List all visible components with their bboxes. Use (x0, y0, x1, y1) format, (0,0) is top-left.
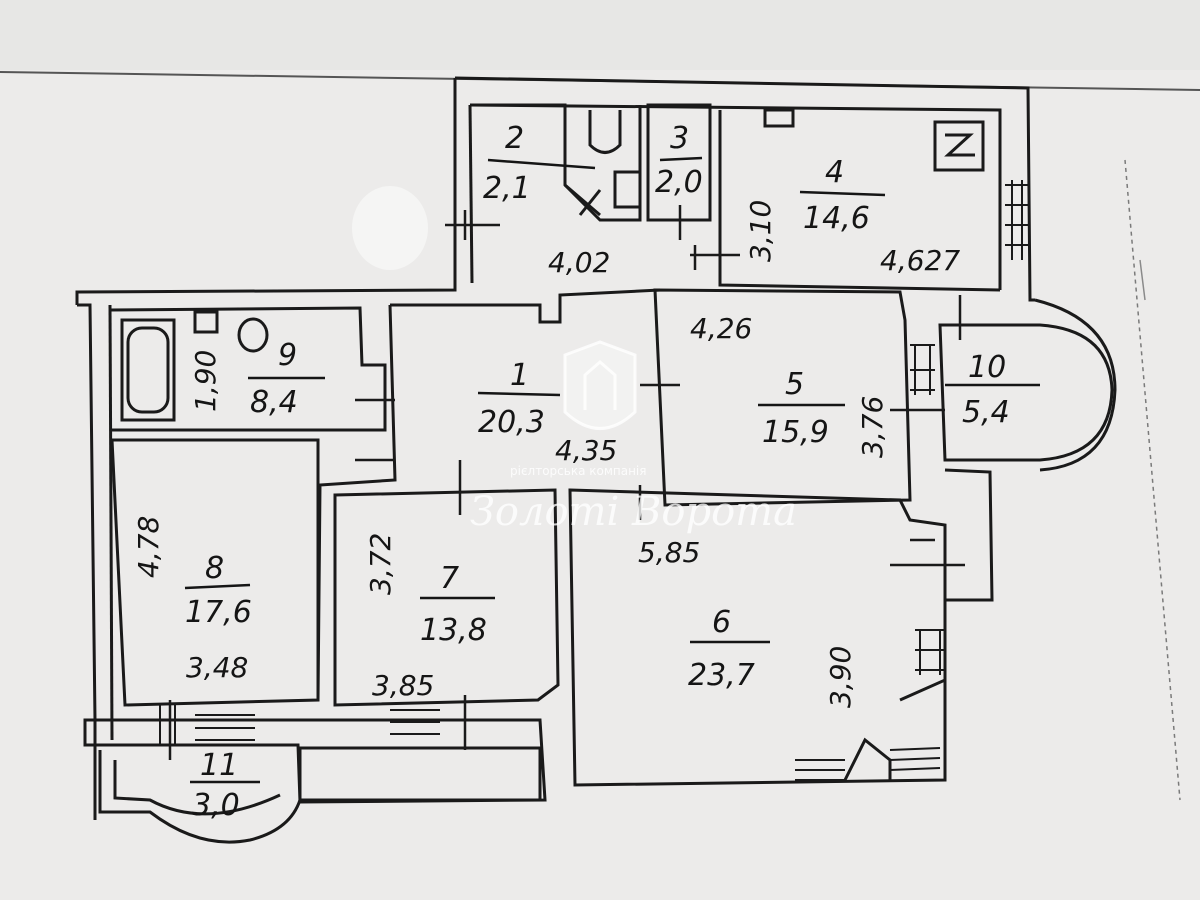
room-5-area: 15,9 (762, 415, 829, 450)
bathroom-9-walls (109, 306, 387, 432)
fraction-bars (184, 156, 1040, 784)
room-9-area: 8,4 (250, 385, 298, 420)
room-3-area: 2,0 (655, 165, 703, 200)
outer-wall-left-inner (108, 304, 114, 741)
window-marks (159, 180, 1030, 781)
dim-room7-height: 3,72 (364, 533, 397, 595)
paper-sheet-lower (0, 70, 1200, 900)
room-6-corner (899, 677, 947, 710)
room-8-walls (110, 438, 320, 707)
dim-room7-width: 3,85 (372, 669, 434, 702)
room-6-walls (568, 488, 947, 787)
door-swing-2 (564, 183, 601, 217)
outer-wall-top (454, 76, 1035, 302)
dim-room9-height: 1,90 (189, 350, 222, 412)
wall-left-upper (75, 78, 457, 305)
watermark-gate-icon (583, 360, 617, 410)
niche-right (944, 468, 994, 602)
dim-room1-width: 4,35 (555, 434, 617, 467)
watermark-tagline: рієлторська компанія (510, 464, 646, 478)
room-6-number: 6 (712, 605, 731, 640)
bathtub-inner (126, 326, 170, 414)
room-8-area: 17,6 (185, 595, 252, 630)
watermark: рієлторська компанія Золоті Ворота (470, 340, 797, 535)
balcony-11-inner (113, 760, 281, 816)
watermark-logo-icon (563, 340, 637, 430)
room-4-number: 4 (825, 155, 844, 190)
room-2-number: 2 (505, 121, 524, 156)
sink-4 (763, 108, 795, 128)
room-10-number: 10 (968, 350, 1006, 385)
balcony-11-walls (98, 750, 302, 844)
room-3-walls (646, 103, 712, 222)
shower-2 (613, 170, 642, 209)
wall-left-upper-inner (468, 104, 474, 284)
door-ticks (168, 205, 965, 760)
dim-room5-height: 3,76 (856, 396, 889, 458)
outer-wall-left (77, 303, 97, 820)
toilet-2 (588, 110, 622, 154)
walls (75, 76, 1117, 844)
room-labels: 1 20,3 2 2,1 3 2,0 4 14,6 5 15,9 6 23,7 … (185, 121, 1010, 823)
room-1-number: 1 (510, 358, 529, 393)
sink-9 (193, 310, 219, 334)
room-7-area: 13,8 (420, 613, 487, 648)
paper-fold-line (1124, 159, 1181, 801)
room-4-area: 14,6 (803, 201, 870, 236)
dim-hall-width: 4,02 (548, 246, 610, 279)
room-7-number: 7 (440, 561, 459, 596)
balcony-10-outer (1034, 298, 1117, 472)
dim-room8-width: 3,48 (186, 651, 248, 684)
room-4-walls (718, 110, 1001, 292)
dim-room4-height: 3,10 (744, 200, 777, 262)
watermark-brand: Золоті Ворота (470, 489, 797, 535)
dim-room8-height: 4,78 (132, 516, 165, 578)
room-6-area: 23,7 (688, 658, 755, 693)
room-7-walls (333, 488, 560, 707)
paper-smudge (352, 186, 428, 270)
dimension-labels: 4,02 3,10 4,627 4,26 3,76 4,35 5,85 3,90… (132, 200, 960, 708)
room-11-number: 11 (200, 748, 238, 783)
dim-room6-width: 5,85 (638, 536, 700, 569)
dim-room4-width: 4,627 (880, 244, 960, 277)
room-9-number: 9 (278, 338, 297, 373)
room-2-area: 2,1 (483, 171, 531, 206)
stove-4 (933, 120, 985, 172)
dim-room5-width: 4,26 (690, 312, 752, 345)
dim-room6-height: 3,90 (824, 646, 857, 708)
room-10-area: 5,4 (962, 395, 1010, 430)
door-swing-2b (578, 189, 602, 216)
room-11-area: 3,0 (192, 788, 240, 823)
room-3-number: 3 (670, 121, 689, 156)
bathtub (120, 318, 176, 422)
stove-4-mark (944, 133, 975, 157)
balcony-10-walls (938, 323, 1114, 462)
room-1-walls (390, 288, 661, 324)
toilet-9 (237, 317, 269, 353)
room-5-number: 5 (785, 367, 804, 402)
paper-fold-line-2 (1139, 259, 1146, 301)
room-1-area: 20,3 (478, 405, 545, 440)
room-8-number: 8 (205, 551, 224, 586)
